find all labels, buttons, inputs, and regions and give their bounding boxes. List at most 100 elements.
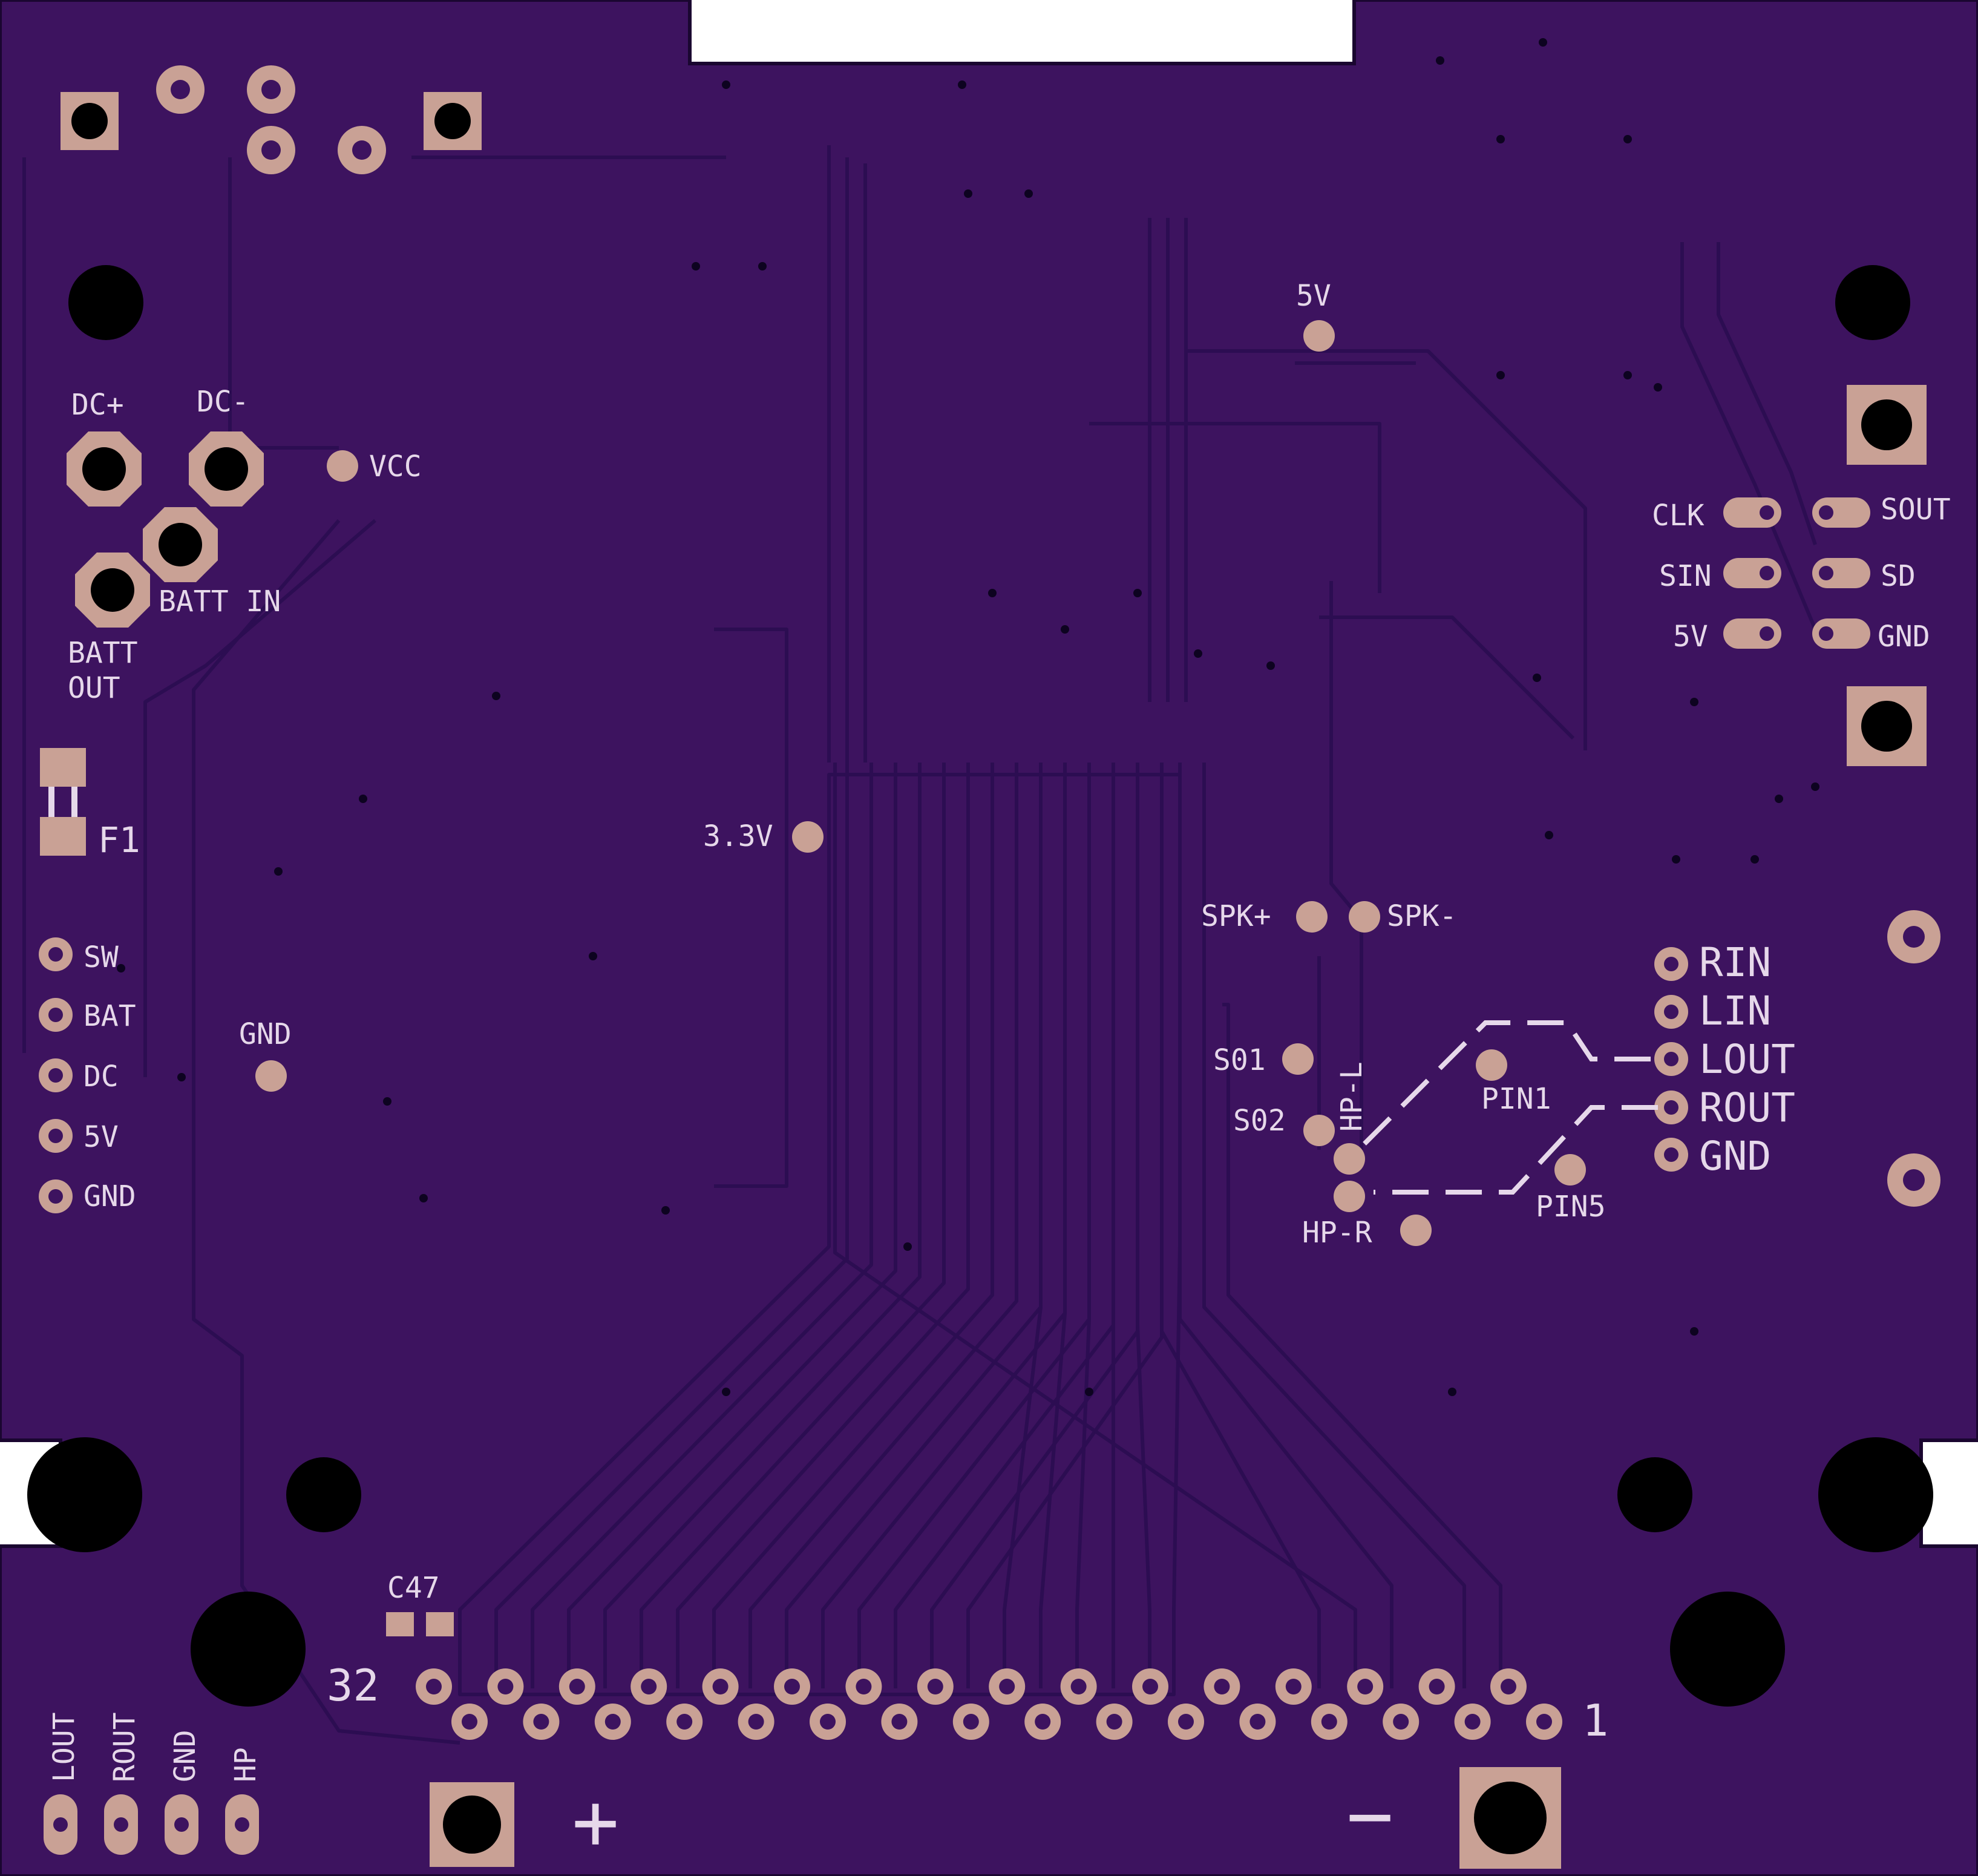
via [274,867,283,876]
connector-pin-hole [1393,1714,1409,1730]
connector-pin-hole [999,1679,1015,1694]
label-batt-out-1: BATT [68,636,138,670]
connector-pin-hole [462,1714,477,1730]
via [964,189,972,198]
connector-pin-hole [963,1714,979,1730]
label-pin32: 32 [327,1660,379,1711]
via [988,589,997,597]
label-s01: S01 [1213,1043,1266,1077]
label-bottom-hp: HP [229,1747,263,1782]
via [359,795,367,803]
connector-pin-hole [1070,1679,1087,1694]
hole [1835,265,1910,340]
label-sw: SW [84,940,119,974]
label-plus: + [572,1776,619,1868]
via [692,262,700,271]
via [1085,1388,1093,1396]
label-lout: LOUT [1699,1036,1795,1083]
label-dc: DC [84,1060,119,1094]
via [1811,782,1819,791]
label-spk-minus: SPK- [1387,899,1457,933]
via [1623,371,1632,379]
bottom-audio-pads [44,1794,259,1855]
via [589,952,597,960]
connector-pin-hole [1429,1679,1445,1694]
via [1690,698,1698,706]
connector-pin-hole [1536,1714,1552,1730]
fuse-f1 [40,748,86,856]
label-sin: SIN [1659,559,1712,593]
label-pin5: PIN5 [1536,1190,1606,1224]
hole [68,265,143,340]
label-5v-link: 5V [1673,620,1708,654]
label-pin1: PIN1 [1481,1082,1551,1116]
via [758,262,767,271]
mounting-holes [27,265,1933,1707]
via [1690,1327,1698,1336]
via [1436,56,1444,65]
connector-pin-hole [1285,1679,1302,1694]
headphone-jack-outline [1363,1020,1658,1195]
label-sd: SD [1881,559,1916,593]
label-dc-minus: DC- [197,385,249,419]
via [177,1073,186,1081]
left-pin-column [39,937,73,1213]
connector-pin-hole [927,1679,943,1694]
via [117,964,125,972]
vias [117,38,1819,1396]
connector-pin-hole [1106,1714,1122,1730]
label-dc-plus: DC+ [71,388,124,422]
connector-pin-hole [1178,1714,1194,1730]
connector-pin-hole [641,1679,657,1694]
connector-pin-hole [1035,1714,1051,1730]
label-batt-out-2: OUT [68,671,120,705]
via [1672,855,1680,864]
via [1545,831,1553,839]
via [1623,135,1632,143]
via [492,692,500,700]
via [383,1097,391,1106]
via [1496,135,1505,143]
label-rout: ROUT [1699,1084,1795,1131]
hole [191,1592,306,1707]
via [1533,674,1541,682]
label-bottom-rout: ROUT [108,1712,142,1782]
connector-pin-hole [820,1714,836,1730]
label-c47: C47 [387,1571,440,1605]
label-5v-left: 5V [84,1120,119,1154]
test-pads [255,320,1586,1246]
connector-pin-hole [1464,1714,1481,1730]
label-gnd-mid: GND [239,1017,292,1051]
via [1024,189,1033,198]
connector-pin-hole [1249,1714,1266,1730]
via [1654,383,1662,392]
link-port-pads [1723,385,1927,766]
audio-header-pads [1654,910,1940,1207]
connector-pin-hole [426,1679,442,1694]
connector-pin-hole [891,1714,908,1730]
label-minus: − [1346,1769,1393,1861]
connector-pin-hole [604,1714,621,1730]
label-batt-in: BATT IN [159,585,281,618]
power-pads [67,431,358,628]
label-spk-plus: SPK+ [1201,899,1271,933]
label-5v-top: 5V [1296,279,1331,313]
connector-pin-hole [1214,1679,1230,1694]
label-pin1-connector: 1 [1582,1695,1608,1746]
hole [1617,1457,1692,1532]
label-gnd-link: GND [1878,620,1930,654]
via [1750,855,1759,864]
label-3v3: 3.3V [703,819,773,853]
via [419,1194,428,1202]
label-clk: CLK [1652,499,1705,533]
via [722,80,730,89]
connector-pin-hole [1321,1714,1337,1730]
via [1061,625,1069,634]
via [1194,649,1202,658]
label-rin: RIN [1699,939,1771,986]
label-lin: LIN [1699,988,1771,1034]
connector-pin-hole [1357,1679,1374,1694]
label-vcc: VCC [369,450,422,484]
via [722,1388,730,1396]
